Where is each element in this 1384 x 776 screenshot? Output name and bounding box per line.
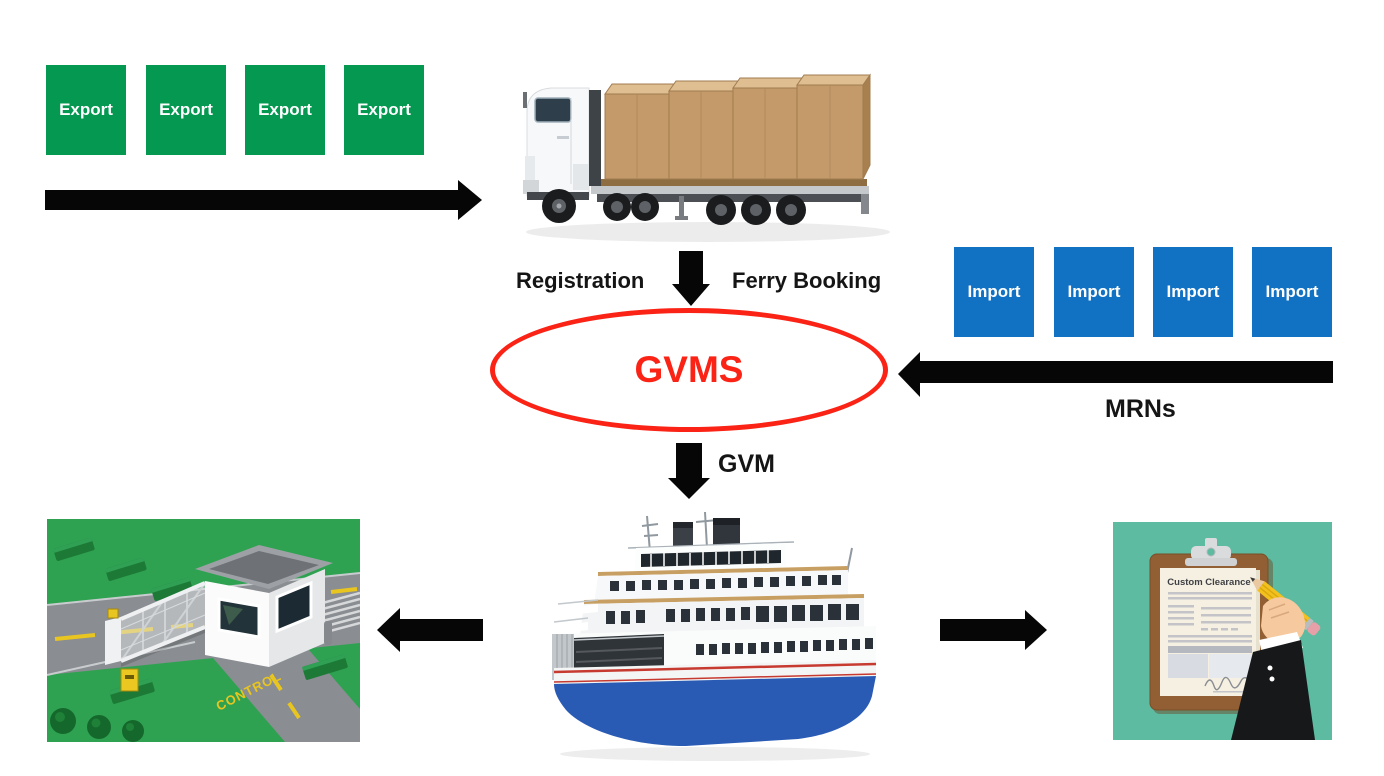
export-box: Export xyxy=(146,65,226,155)
import-box: Import xyxy=(1252,247,1332,337)
truck-cab xyxy=(523,87,601,200)
cargo-boxes xyxy=(604,73,871,180)
ferry-hull xyxy=(553,660,877,746)
gvms-ellipse: GVMS xyxy=(490,308,888,432)
registration-label: Registration xyxy=(516,268,645,293)
export-box-label: Export xyxy=(59,100,113,119)
truck-wheels xyxy=(542,189,806,225)
export-box: Export xyxy=(344,65,424,155)
import-box: Import xyxy=(1153,247,1233,337)
export-box-label: Export xyxy=(357,100,411,119)
ferry-to-customs-arrow-icon xyxy=(940,610,1047,650)
checkpoint-image: CONTROL xyxy=(47,519,360,742)
signature xyxy=(1204,676,1252,691)
ferry-superstructure xyxy=(553,541,864,636)
customs-document-title: Custom Clearance xyxy=(1167,577,1250,588)
import-box-label: Import xyxy=(1067,282,1121,301)
hand-with-pencil xyxy=(1231,577,1321,740)
import-box-label: Import xyxy=(1265,282,1319,301)
import-box-label: Import xyxy=(1166,282,1220,301)
ferry-image xyxy=(552,511,877,761)
customs-clearance-image: Custom Clearance xyxy=(1113,522,1332,740)
ferry-booking-label: Ferry Booking xyxy=(732,268,882,293)
import-box: Import xyxy=(1054,247,1134,337)
export-box-label: Export xyxy=(159,100,213,119)
export-box: Export xyxy=(245,65,325,155)
checkpoint-hedges xyxy=(50,537,348,742)
gvm-down-arrow-icon xyxy=(668,443,710,499)
gvms-label: GVMS xyxy=(634,349,744,390)
registration-down-arrow-icon xyxy=(672,251,710,306)
truck-cargo-image xyxy=(523,73,890,242)
mrns-label: MRNs xyxy=(1105,395,1176,423)
export-arrow-icon xyxy=(45,180,482,220)
ferry-to-checkpoint-arrow-icon xyxy=(377,608,483,652)
checkpoint-gate xyxy=(105,581,206,692)
export-box: Export xyxy=(46,65,126,155)
gvm-label: GVM xyxy=(718,450,775,478)
customs-document: Custom Clearance xyxy=(1167,577,1252,693)
import-box-label: Import xyxy=(967,282,1021,301)
import-box: Import xyxy=(954,247,1034,337)
export-box-label: Export xyxy=(258,100,312,119)
checkpoint-booth xyxy=(195,545,333,667)
mrn-arrow-icon xyxy=(898,352,1333,397)
